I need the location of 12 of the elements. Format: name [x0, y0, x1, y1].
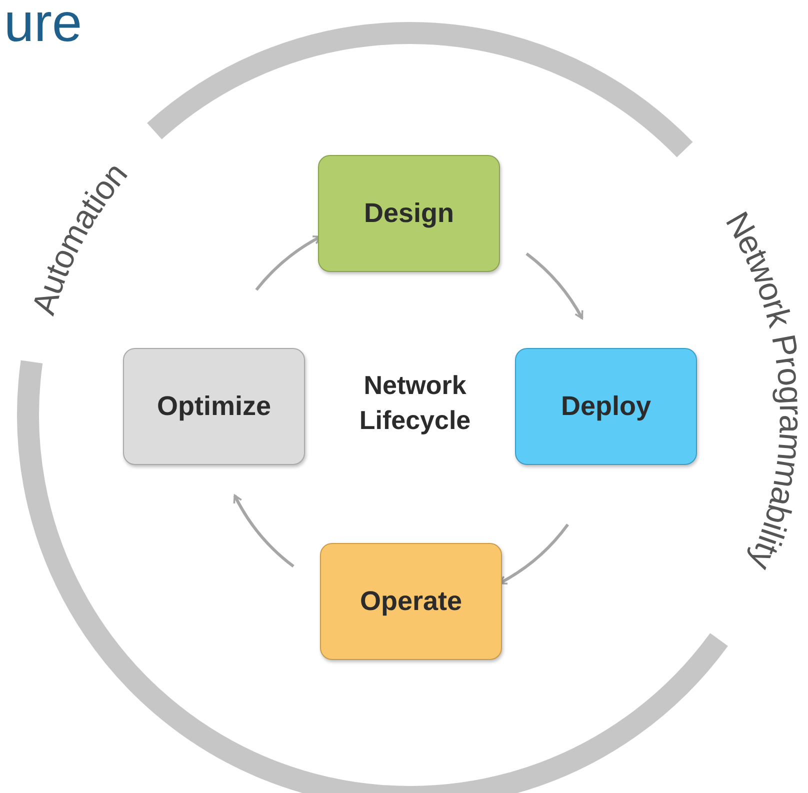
box-label: Deploy [560, 391, 652, 422]
process-box [320, 543, 502, 660]
box-label: Optimize [156, 391, 271, 422]
box-label: Design [364, 198, 454, 229]
process-box [318, 155, 500, 272]
heading: ure [4, 0, 82, 50]
box-label: Operate [360, 586, 462, 617]
process-box [123, 348, 305, 465]
center-label: Network Lifecycle [358, 369, 472, 438]
arrow [526, 252, 584, 320]
arrow [233, 494, 294, 568]
process-box [515, 348, 697, 465]
